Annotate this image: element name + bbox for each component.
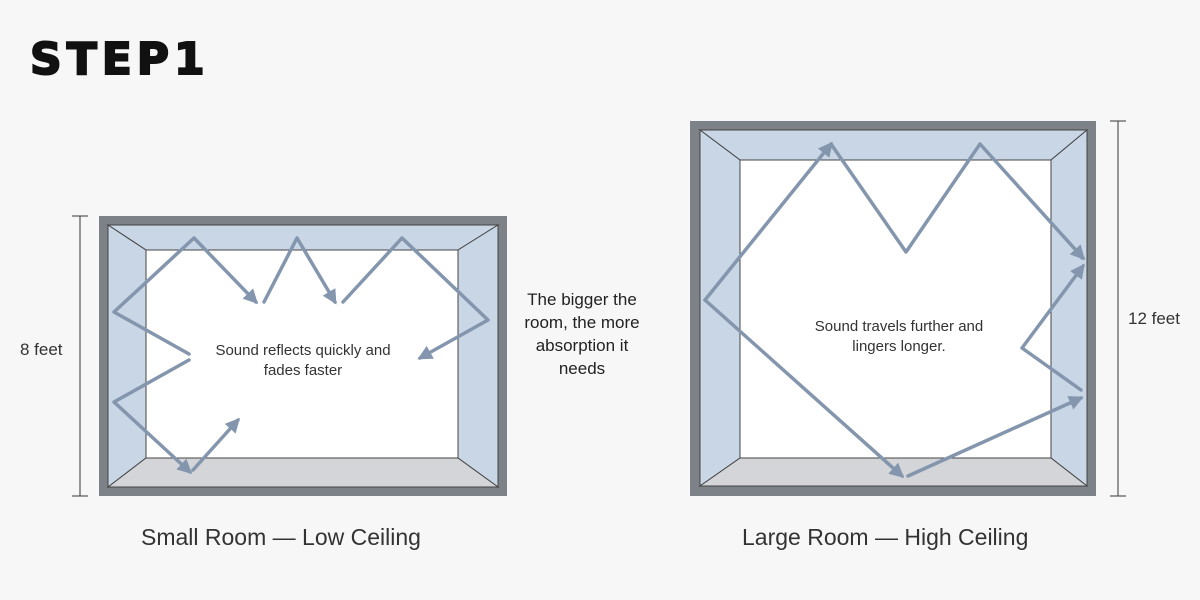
- large-room-reflection-path: [906, 396, 1084, 478]
- small-room-reflection-path: [341, 236, 490, 360]
- large-room-reflection-path: [1020, 263, 1085, 392]
- small-room-left-panel: [107, 224, 147, 489]
- large-room: [690, 120, 1126, 497]
- small-room-floor-panel: [106, 457, 500, 488]
- large-room-right-panel: [1050, 128, 1088, 488]
- large-room-height-label: 12 feet: [1128, 309, 1180, 328]
- large-room-note: Sound travels further and lingers longer…: [814, 318, 984, 355]
- small-room-reflection-path: [262, 236, 337, 305]
- large-room-caption: Large Room — High Ceiling: [742, 524, 1029, 550]
- large-room-left-panel: [699, 129, 741, 487]
- small-room-reflection-path: [191, 417, 240, 472]
- small-room-right-panel: [457, 224, 499, 488]
- step-title: STEP1: [29, 34, 210, 85]
- small-room-height-label: 8 feet: [20, 340, 63, 359]
- large-room-ceiling-panel: [698, 129, 1089, 161]
- small-room-reflection-path: [112, 358, 193, 474]
- large-room-height-dimension: [1110, 120, 1126, 497]
- small-room-caption: Small Room — Low Ceiling: [141, 524, 421, 550]
- large-room-floor-panel: [698, 457, 1089, 487]
- large-room-reflection-path: [703, 141, 833, 302]
- small-room-reflection-path: [112, 236, 259, 356]
- small-room-height-dimension: [72, 215, 88, 497]
- center-note: The bigger the room, the more absorption…: [524, 290, 640, 378]
- small-room-sound-arrows: [112, 236, 490, 474]
- small-room: [72, 215, 507, 497]
- large-room-sound-arrows: [703, 141, 1085, 478]
- small-room-note: Sound reflects quickly and fades faster: [215, 342, 391, 379]
- large-room-reflection-path: [829, 142, 1085, 261]
- large-room-reflection-path: [703, 298, 905, 478]
